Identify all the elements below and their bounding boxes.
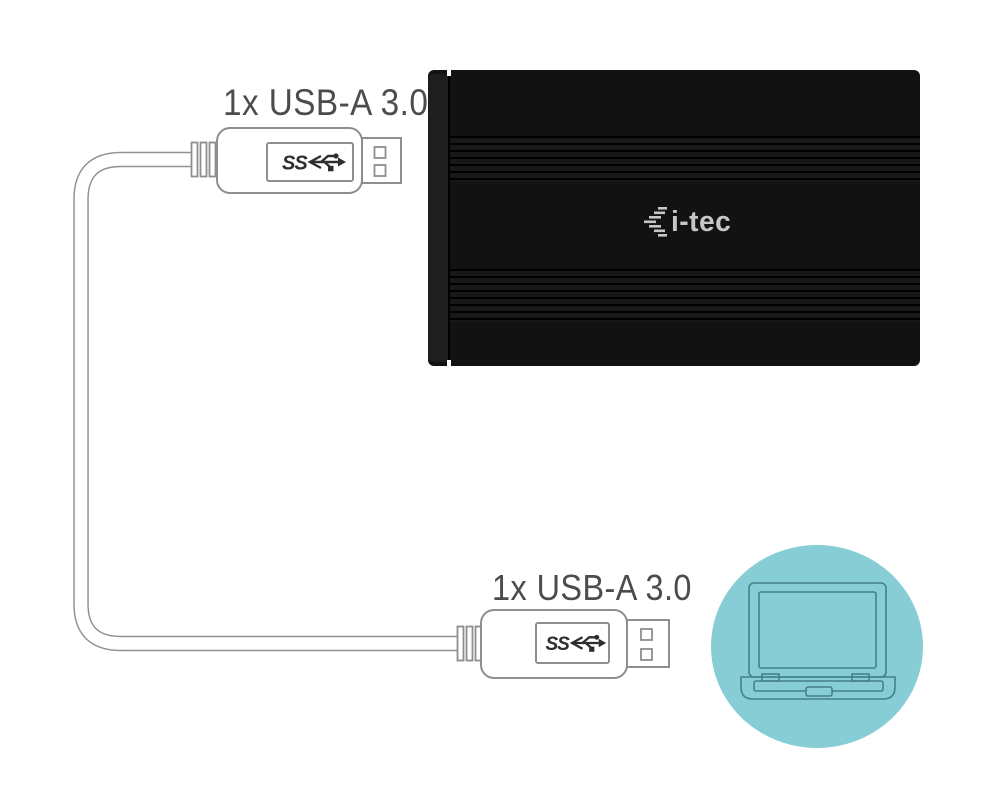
itec-brand-text: i-tec: [671, 205, 732, 238]
enclosure-groove-band-upper: [450, 136, 920, 182]
plug-contact-hole: [373, 146, 387, 159]
itec-logo: i-tec: [642, 203, 733, 241]
usb-top-label: 1x USB-A 3.0: [223, 82, 429, 123]
usb-bottom-label: 1x USB-A 3.0: [492, 567, 692, 608]
plug-contact-hole: [373, 164, 387, 177]
plug-contact-hole: [640, 648, 653, 661]
seam-notch-bottom: [447, 360, 451, 366]
usb-connector-top: SS: [190, 127, 402, 194]
usb-cable: [73, 151, 460, 652]
strain-relief-ribs: [456, 625, 483, 662]
usb-connector-bottom: SS: [456, 609, 670, 679]
laptop-icon: [740, 582, 896, 700]
superspeed-badge-text: SS: [282, 153, 308, 175]
superspeed-badge-text: SS: [545, 634, 570, 655]
enclosure-seam: [448, 70, 450, 366]
itec-arrow-logo-icon: [644, 207, 667, 237]
laptop-circle-background: [711, 545, 923, 748]
superspeed-usb-icon: SS: [282, 152, 348, 175]
usb-plug-icon: [626, 619, 670, 668]
hdd-enclosure: i-tec: [428, 70, 920, 366]
superspeed-usb-icon: SS: [545, 633, 608, 655]
enclosure-end-cap: [428, 74, 448, 362]
usb-plug-icon: [361, 137, 402, 184]
plug-contact-hole: [640, 628, 653, 641]
strain-relief-ribs: [190, 141, 217, 178]
seam-notch-top: [447, 70, 451, 76]
enclosure-groove-band-lower: [450, 269, 920, 322]
